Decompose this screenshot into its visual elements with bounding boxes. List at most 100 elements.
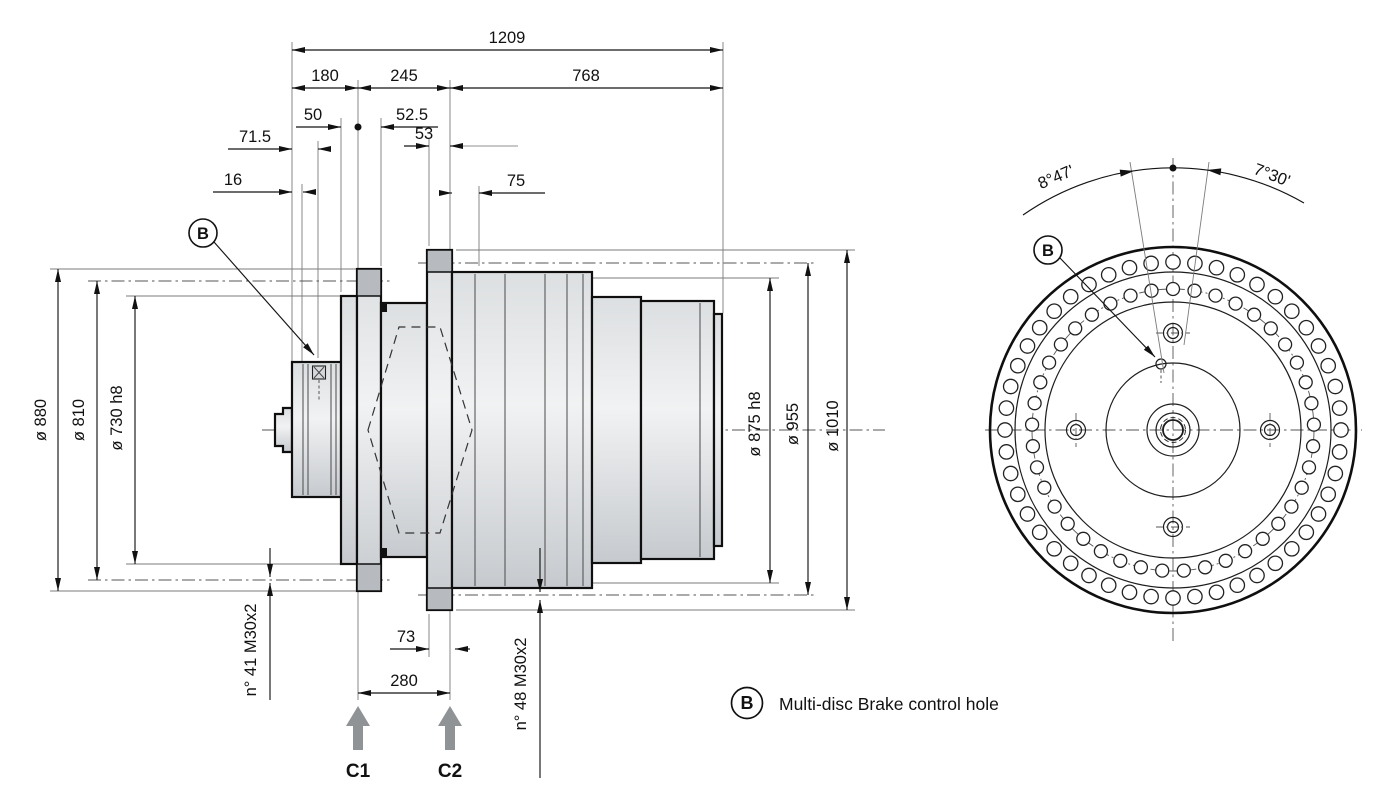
dim-71-5: 71.5 <box>239 128 271 146</box>
bolt-hole <box>1093 544 1109 559</box>
mounting-flange-c1 <box>355 267 383 593</box>
top-dimensions: 1209 180 245 768 50 52.5 71.5 16 53 <box>213 29 723 196</box>
bolt-hole <box>1100 266 1117 283</box>
bolt-hole <box>1068 321 1083 336</box>
dim-seg1: 180 <box>311 67 339 85</box>
extension-lines <box>50 42 855 700</box>
bolt-hole <box>1246 307 1262 322</box>
main-body <box>450 270 594 590</box>
bolt-hole <box>1228 296 1243 311</box>
mounting-flange-c2 <box>425 248 454 612</box>
bolt-hole <box>1053 337 1069 352</box>
seal-top <box>380 303 387 312</box>
dim-16: 16 <box>224 171 242 189</box>
bolt-hole <box>1289 355 1305 370</box>
bolt-hole <box>1263 321 1278 336</box>
bolt-hole <box>1304 396 1319 411</box>
bolt-hole <box>1031 524 1048 541</box>
dim-dia-730: ø 730 h8 <box>108 385 126 450</box>
bolt-hole <box>1298 319 1315 336</box>
angle-right-label: 7°30' <box>1251 160 1292 190</box>
dim-53: 53 <box>415 125 433 143</box>
bolt-hole <box>1237 544 1253 559</box>
left-diameter-dimensions: ø 880 ø 810 ø 730 h8 <box>32 269 138 591</box>
dim-75: 75 <box>507 172 525 190</box>
bolt-hole <box>1121 259 1138 276</box>
bolt-hole <box>1002 465 1019 482</box>
c2-arrow <box>438 706 462 750</box>
plug-left <box>1065 413 1087 447</box>
bolt-hole <box>1155 563 1170 578</box>
outer-bolt-ring <box>997 254 1349 606</box>
planetary-gear-symbol <box>367 326 473 534</box>
bolt-hole <box>1197 560 1213 575</box>
bolt-hole <box>997 422 1013 438</box>
bolt-hole <box>1310 506 1327 522</box>
dim-280: 280 <box>390 672 418 690</box>
bolt-hole <box>1331 444 1348 460</box>
oil-plug-markers: C1 C2 <box>346 706 462 782</box>
bolt-hole <box>1327 465 1344 482</box>
brake-control-hole <box>1155 358 1167 383</box>
inner-bolt-ring <box>1024 281 1322 578</box>
bottom-dimensions: n° 41 M30x2 73 280 n° 48 M30x2 <box>242 548 543 778</box>
bolt-hole <box>1249 567 1265 584</box>
bolt-hole <box>1283 303 1300 320</box>
front-b-callout-label: B <box>1042 242 1054 260</box>
bolt-hole <box>1320 357 1337 374</box>
bolt-hole <box>1218 553 1233 568</box>
dim-seg3: 768 <box>572 67 600 85</box>
bolt-hole <box>1306 417 1322 432</box>
dim-overall-length: 1209 <box>489 29 526 47</box>
bolt-hole <box>1041 355 1057 370</box>
hub-thread-circle <box>1160 417 1186 443</box>
right-diameter-dimensions: ø 875 h8 ø 955 ø 1010 <box>746 250 850 610</box>
hub-bore-circle <box>1162 419 1184 441</box>
outer-diameter-circle <box>988 245 1358 615</box>
bolt-hole <box>1255 531 1270 546</box>
bolt-hole <box>1165 281 1181 297</box>
plug-right <box>1259 413 1281 447</box>
dim-bolts-n48: n° 48 M30x2 <box>512 638 530 731</box>
bolt-hole <box>1301 460 1317 475</box>
bolt-hole <box>1208 288 1223 303</box>
bolt-hole <box>1208 259 1225 276</box>
bolt-hole <box>1009 486 1026 503</box>
legend-b-circle <box>730 686 764 720</box>
end-lip <box>712 312 724 548</box>
gearbox-section <box>273 248 724 612</box>
bolt-hole <box>1298 524 1315 541</box>
plug-top <box>1156 322 1190 344</box>
bolt-hole <box>1025 439 1041 454</box>
side-b-callout: B <box>188 218 315 356</box>
bolt-hole <box>1333 422 1349 438</box>
bolt-hole <box>1187 283 1202 298</box>
bolt-hole <box>1002 378 1019 395</box>
brake-housing-circle <box>1105 362 1241 498</box>
bolt-hole <box>1331 400 1348 416</box>
plug-holes <box>1065 322 1281 538</box>
side-view: 1209 180 245 768 50 52.5 71.5 16 53 <box>32 29 885 782</box>
legend: B Multi-disc Brake control hole <box>730 686 999 720</box>
legend-b-symbol: B <box>741 693 754 713</box>
bolt-hole <box>1081 567 1097 584</box>
bolt-hole <box>1143 255 1159 272</box>
bolt-hole <box>1229 266 1246 283</box>
c2-label: C2 <box>438 761 462 782</box>
hub-circle-mid <box>1155 412 1191 448</box>
flange-c2-bolt-tab-top <box>426 249 453 273</box>
bolt-hole <box>1009 357 1026 374</box>
bolt-hole <box>1305 439 1321 454</box>
bolt-hole <box>1081 276 1097 293</box>
bolt-hole <box>1047 499 1062 514</box>
bolt-hole <box>1267 555 1284 572</box>
spigot-circle <box>1044 301 1302 559</box>
bolt-hole <box>1121 584 1138 601</box>
bolt-hole <box>1046 303 1063 320</box>
bolt-hole <box>1060 516 1075 531</box>
dim-dia-1010: ø 1010 <box>824 400 842 451</box>
bolt-hole <box>1113 553 1128 568</box>
dim-seg2: 245 <box>390 67 418 85</box>
